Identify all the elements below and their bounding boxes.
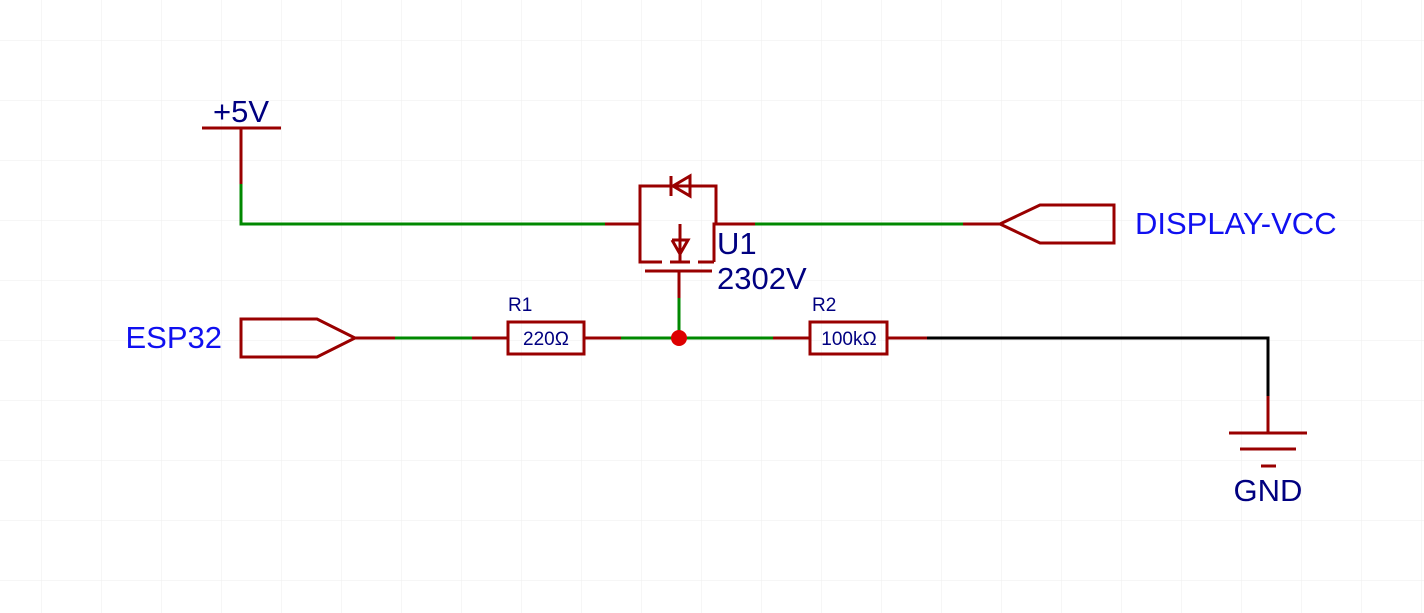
wire-r2-to-gnd[interactable] <box>927 336 1270 396</box>
display-vcc-label: DISPLAY-VCC <box>1135 206 1337 241</box>
resistor-r2[interactable]: R2 100kΩ <box>773 295 927 356</box>
vcc-label: +5V <box>213 94 269 129</box>
junction-dot <box>671 330 687 346</box>
r2-ref: R2 <box>812 295 836 316</box>
mosfet-u1[interactable]: U1 2302V <box>605 173 807 298</box>
u1-value: 2302V <box>717 261 807 296</box>
resistor-r1[interactable]: R1 220Ω <box>472 295 621 356</box>
mosfet-body-arrow <box>670 238 691 258</box>
esp32-label: ESP32 <box>125 320 222 355</box>
r2-value: 100kΩ <box>821 329 876 350</box>
gnd-power-symbol[interactable]: GND <box>1229 396 1307 508</box>
mosfet-diode-leads <box>638 184 718 224</box>
u1-ref: U1 <box>717 226 757 261</box>
esp32-port[interactable]: ESP32 <box>125 317 395 359</box>
mosfet-diode-triangle <box>670 173 692 199</box>
r1-value: 220Ω <box>523 329 569 350</box>
mosfet-drain-lead <box>712 222 755 262</box>
gnd-label: GND <box>1234 473 1303 508</box>
r1-ref: R1 <box>508 295 532 316</box>
vcc-power-symbol[interactable]: +5V <box>202 94 281 184</box>
display-vcc-port[interactable]: DISPLAY-VCC <box>963 203 1337 245</box>
wire-vcc-to-source[interactable] <box>239 184 605 226</box>
mosfet-source-lead <box>605 222 650 264</box>
